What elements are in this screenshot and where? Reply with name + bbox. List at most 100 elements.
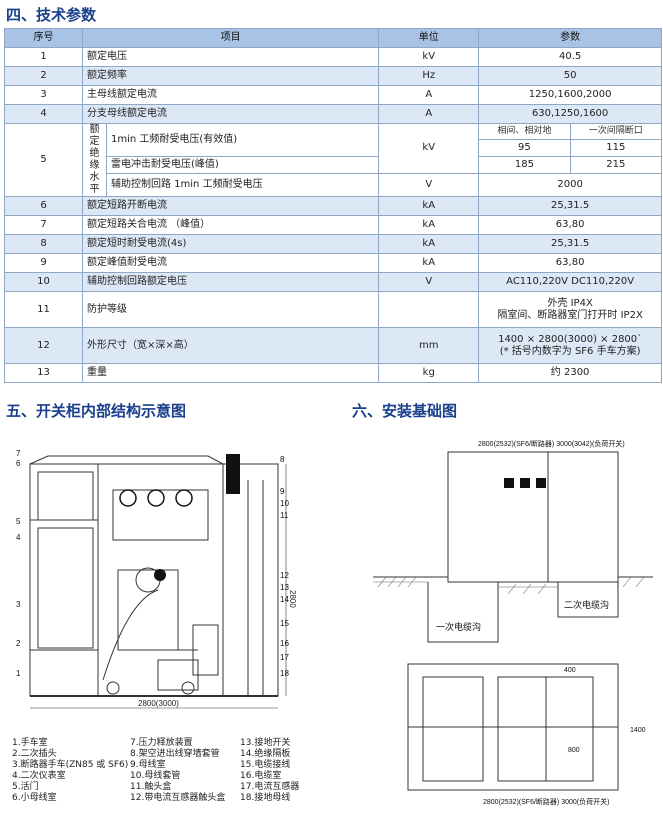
cell-value: 2000 (478, 172, 662, 198)
bushing-1-icon (119, 489, 137, 507)
parameters-table: 序号 项目 单位 参数 1 额定电压 kV 40.5 2 额定频率 Hz 50 … (4, 28, 663, 383)
callout-5: 5 (16, 517, 21, 526)
vent-icon (520, 478, 530, 488)
legend-item: 2.二次插头 (12, 749, 57, 759)
cell-value: AC110,220V DC110,220V (478, 272, 662, 292)
table-row: 6 额定短路开断电流 kA 25,31.5 (4, 196, 662, 216)
cell-value: 40.5 (478, 47, 662, 67)
table-row-5d: 辅助控制回路 1min 工频耐受电压 V 2000 (5, 172, 662, 198)
header-unit: 单位 (378, 28, 480, 48)
table-row: 1 额定电压 kV 40.5 (4, 47, 662, 67)
section-5-title: 五、开关柜内部结构示意图 (6, 402, 187, 420)
cell-item: 额定短时耐受电流(4s) (81, 234, 380, 254)
table-row: 7 额定短路关合电流 （峰值） kA 63,80 (4, 215, 662, 235)
table-row: 2 额定频率 Hz 50 (4, 66, 662, 86)
cable-trench-right: 二次电缆沟 (564, 599, 609, 610)
callout-12: 12 (280, 571, 289, 580)
cell-item: 辅助控制回路额定电压 (81, 272, 380, 292)
cell-value: 1400 × 2800(3000) × 2800` (* 括号内数字为 SF6 … (478, 327, 662, 364)
wall-bushing-icon (226, 454, 240, 494)
cell-no: 6 (4, 196, 83, 216)
legend-item: 18.接地母线 (240, 793, 291, 803)
legend-item: 12.带电流互感器触头盒 (130, 793, 226, 803)
table-row-5: 5 额定 绝缘 水平 1min 工频耐受电压(有效值) kV 相间、相对地 一次… (4, 123, 663, 197)
cell-value: 25,31.5 (478, 196, 662, 216)
callout-1: 1 (16, 669, 21, 678)
callout-7: 7 (16, 450, 21, 458)
cell-value: 1250,1600,2000 (478, 85, 662, 105)
cell-item: 辅助控制回路 1min 工频耐受电压 (105, 172, 380, 198)
cell-unit: Hz (378, 66, 480, 86)
section-6-title: 六、安装基础图 (352, 402, 458, 420)
cell-item: 分支母线额定电流 (81, 104, 380, 124)
switchgear-structure-diagram: 2800(3000) 2800 7 6 5 4 3 2 1 8 9 10 11 … (16, 450, 297, 709)
cell-value: 63,80 (478, 215, 662, 235)
cell-unit: V (378, 172, 480, 198)
cell-value: 25,31.5 (478, 234, 662, 254)
table-row: 8 额定短时耐受电流(4s) kA 25,31.5 (4, 234, 662, 254)
cell-item: 1min 工频耐受电压(有效值) (105, 123, 380, 157)
dim-400: 400 (564, 667, 576, 674)
cell-unit: kV (378, 47, 480, 67)
table-header-row: 序号 项目 单位 参数 (4, 28, 662, 48)
cell-no: 2 (4, 66, 83, 86)
dim-800: 800 (568, 747, 580, 754)
legend-column-3: 13.接地开关 14.绝缘隔板 15.电缆接线 16.电缆室 17.电流互感器 … (240, 738, 360, 804)
cell-value: 115 (569, 138, 663, 157)
cell-no: 13 (4, 363, 83, 383)
table-row: 9 额定峰值耐受电流 kA 63,80 (4, 253, 662, 273)
callout-6: 6 (16, 459, 21, 468)
table-row: 10 辅助控制回路额定电压 V AC110,220V DC110,220V (4, 272, 662, 292)
cell-unit: kA (378, 196, 480, 216)
legend-item: 16.电缆室 (240, 771, 282, 781)
legend-item: 17.电流互感器 (240, 782, 300, 792)
cell-item: 额定电压 (81, 47, 380, 67)
bushing-3-icon (175, 489, 193, 507)
cell-no: 5 (4, 123, 83, 197)
legend-item: 8.架空进出线穿墙套管 (130, 749, 220, 759)
callout-8: 8 (280, 455, 285, 464)
cell-value: 215 (569, 155, 663, 174)
dim-height: 2800 (288, 590, 297, 608)
installation-foundation-diagram: 2800(2532)(SF6/断路器) 3000(3042)(负荷开关) 一次电… (373, 439, 653, 806)
cell-value: 约 2300 (478, 363, 662, 383)
cell-item: 额定短路关合电流 （峰值） (81, 215, 380, 235)
table-row-5b: 95 115 (5, 138, 663, 157)
breaker-actuator-icon (154, 569, 166, 581)
cell-value: 630,1250,1600 (478, 104, 662, 124)
cell-no: 8 (4, 234, 83, 254)
callout-3: 3 (16, 600, 21, 609)
callout-9: 9 (280, 487, 285, 496)
cell-unit: mm (378, 327, 480, 364)
cell-group: 额定 绝缘 水平 (82, 123, 107, 197)
cell-no: 7 (4, 215, 83, 235)
cell-unit: V (378, 272, 480, 292)
cell-value: 50 (478, 66, 662, 86)
group-line-1: 额定 (89, 124, 100, 147)
legend-item: 7.压力释放装置 (130, 738, 193, 748)
cell-no: 10 (4, 272, 83, 292)
callout-18: 18 (280, 669, 289, 678)
dim-1400: 1400 (630, 727, 646, 734)
cell-no: 4 (4, 104, 83, 124)
legend-item: 13.接地开关 (240, 738, 291, 748)
cell-no: 1 (4, 47, 83, 67)
cell-item: 重量 (81, 363, 380, 383)
cell-item: 额定峰值耐受电流 (81, 253, 380, 273)
cell-no: 12 (4, 327, 83, 364)
legend-column-1: 1.手车室 2.二次插头 3.断路器手车(ZN85 或 SF6) 4.二次仪表室… (12, 738, 132, 804)
section-4-title: 四、技术参数 (6, 6, 97, 24)
cell-unit (378, 291, 480, 328)
legend-column-2: 7.压力释放装置 8.架空进出线穿墙套管 9.母线室 10.母线套管 11.触头… (130, 738, 250, 804)
cell-value: 外壳 IP4X 隔室间、断路器室门打开时 IP2X (478, 291, 662, 328)
cell-no: 9 (4, 253, 83, 273)
cell-item: 防护等级 (81, 291, 380, 328)
callout-11: 11 (280, 511, 289, 520)
value-line-1: 1400 × 2800(3000) × 2800` (498, 333, 643, 345)
table-row: 3 主母线额定电流 A 1250,1600,2000 (4, 85, 662, 105)
callout-15: 15 (280, 619, 289, 628)
table-row-11: 11 防护等级 外壳 IP4X 隔室间、断路器室门打开时 IP2X (4, 291, 662, 328)
legend-item: 6.小母线室 (12, 793, 57, 803)
header-item: 项目 (81, 28, 380, 48)
table-row: 4 分支母线额定电流 A 630,1250,1600 (4, 104, 662, 124)
